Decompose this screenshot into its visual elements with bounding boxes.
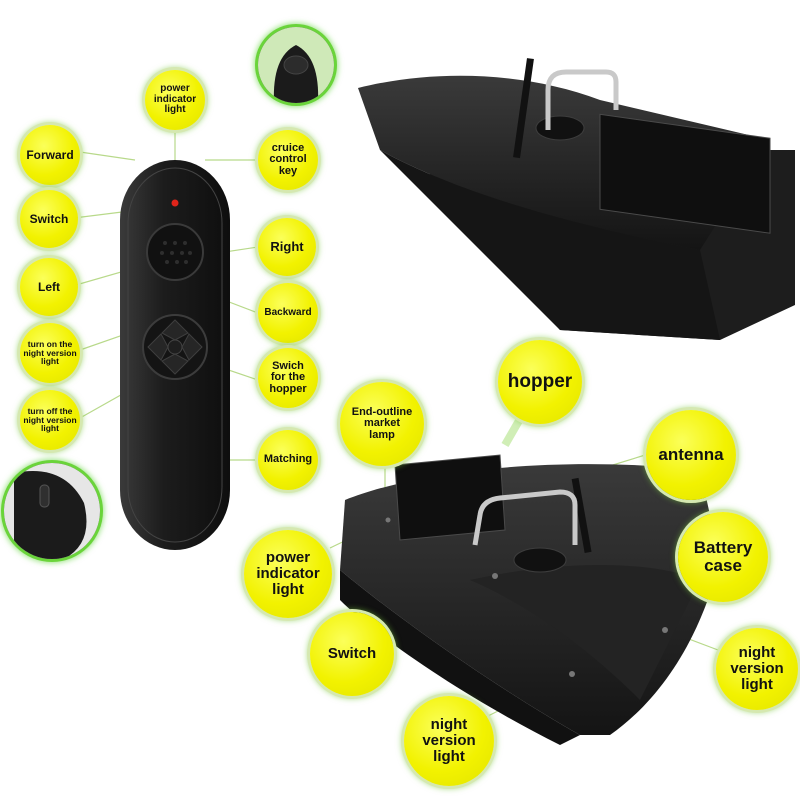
label-right: Right — [258, 218, 316, 276]
boat-top-view — [358, 58, 795, 340]
remote-top-closeup — [258, 27, 334, 103]
label-antenna: antenna — [646, 410, 736, 500]
label-night-version-light-right: night version light — [716, 628, 798, 710]
label-cruise-control-key: cruice control key — [258, 130, 318, 190]
boat-front-view — [340, 454, 720, 745]
label-turn-on-night-light: turn on the night version light — [20, 323, 80, 383]
label-power-indicator-light-boat: power indicator light — [244, 530, 332, 618]
label-switch-boat: Switch — [310, 612, 394, 696]
label-battery-case: Battery case — [678, 512, 768, 602]
label-hopper: hopper — [498, 340, 582, 424]
label-matching: Matching — [258, 430, 318, 490]
red-led-icon — [171, 199, 179, 207]
remote-control — [120, 160, 230, 550]
label-left: Left — [20, 258, 78, 316]
label-switch-remote: Switch — [20, 190, 78, 248]
label-switch-for-hopper: Swich for the hopper — [258, 348, 318, 408]
label-turn-off-night-light: turn off the night version light — [20, 390, 80, 450]
label-backward: Backward — [258, 283, 318, 343]
label-end-outline-market-lamp: End-outline market lamp — [340, 382, 424, 466]
label-forward: Forward — [20, 125, 80, 185]
remote-side-closeup — [4, 463, 100, 559]
label-night-version-light-bottom: night version light — [404, 696, 494, 786]
label-power-indicator-light: power indicator light — [145, 70, 205, 130]
speaker-grille-icon — [146, 223, 204, 281]
